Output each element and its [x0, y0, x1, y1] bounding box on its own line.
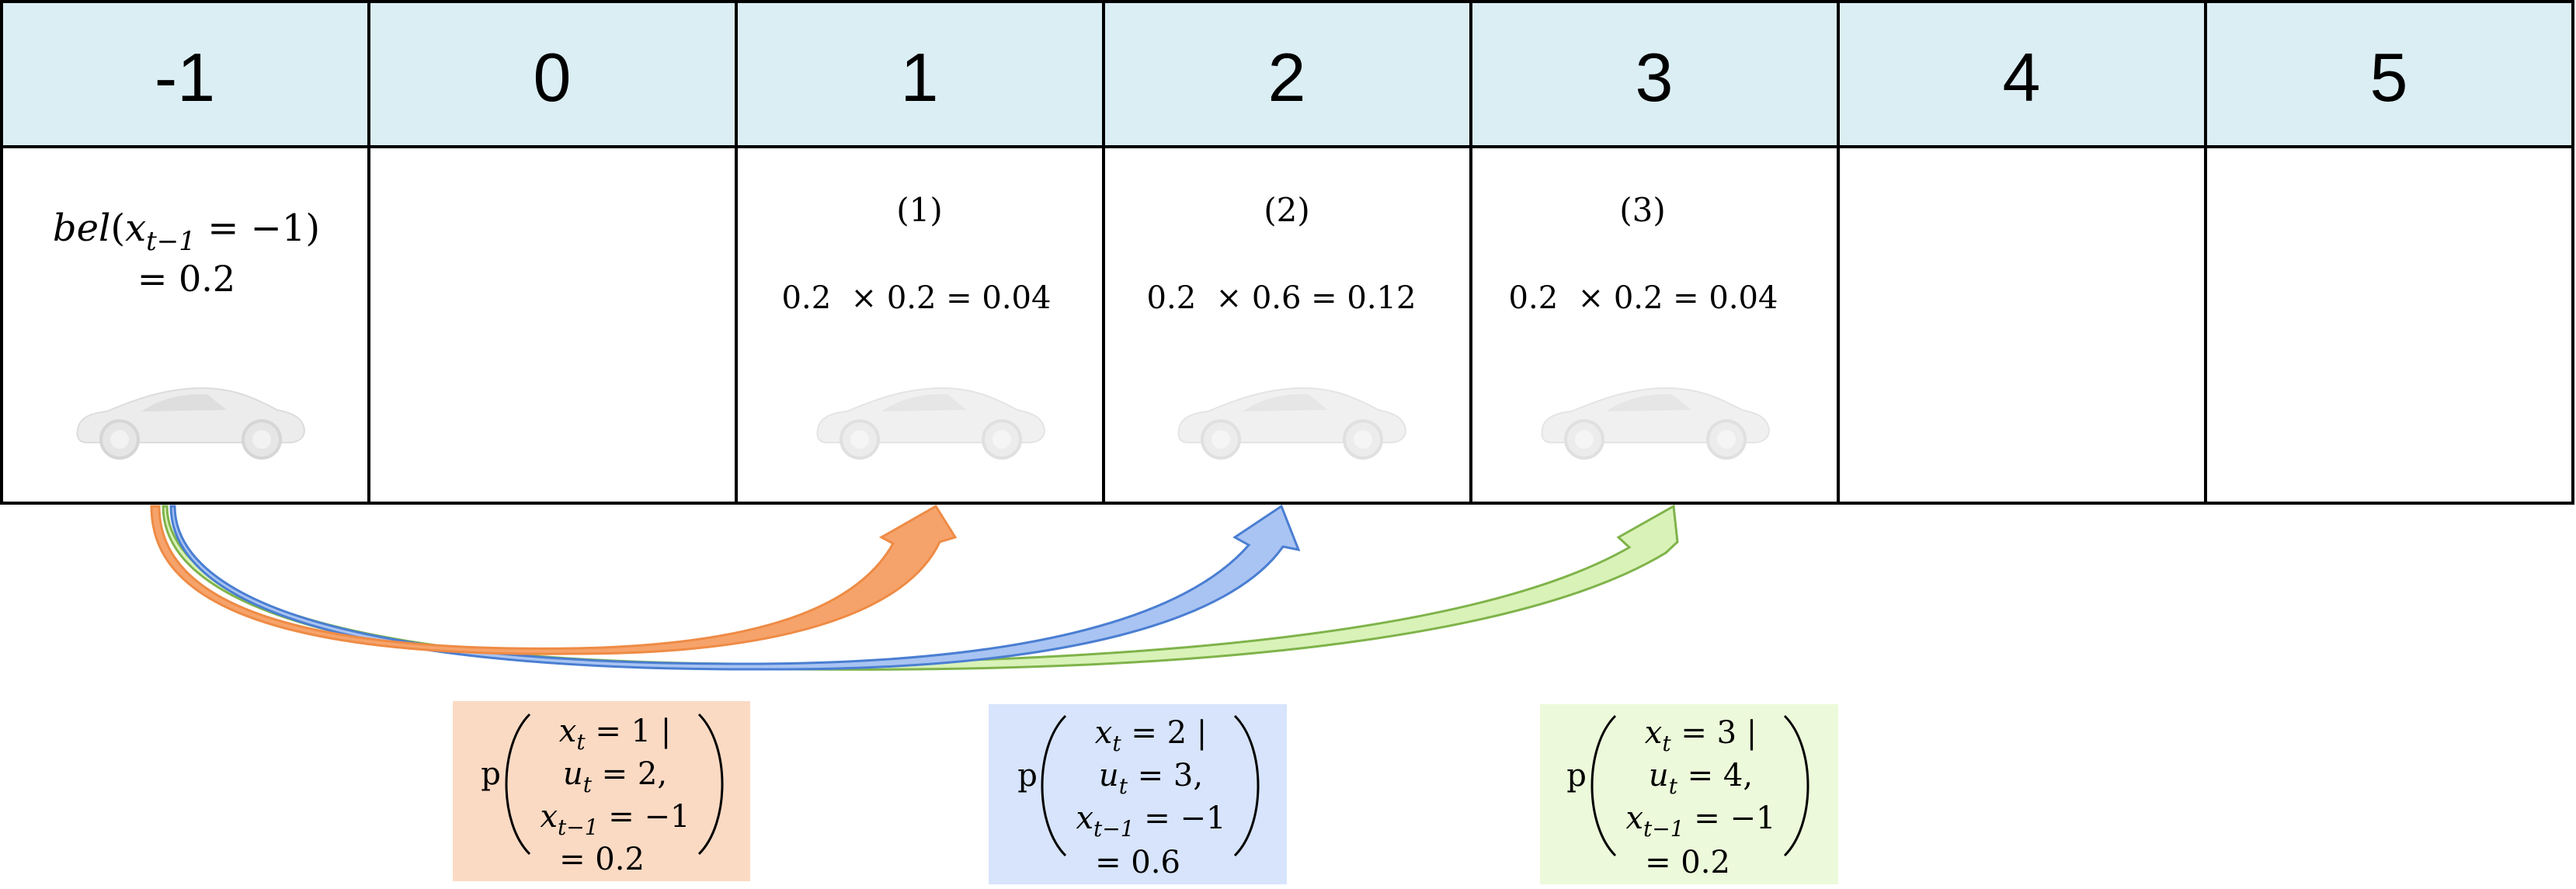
- svg-text:p: p: [481, 756, 501, 792]
- svg-text:p: p: [1566, 758, 1587, 794]
- cell-3-equation: 0.2 × 0.2 = 0.04: [1509, 280, 1778, 316]
- transition-3-u: 4: [1723, 758, 1743, 794]
- transition-3-result: = 0.2: [1645, 845, 1730, 880]
- svg-text:xt = 1 |: xt = 1 |: [559, 714, 671, 755]
- cell-2-index: (2): [1264, 191, 1310, 229]
- transition-arrow-2: [169, 504, 1301, 671]
- belief-rest: = −1): [196, 207, 320, 250]
- svg-text:xt−1 = −1: xt−1 = −1: [1076, 800, 1225, 842]
- svg-text:xt = 3 |: xt = 3 |: [1645, 715, 1757, 756]
- svg-text:xt−1 = −1: xt−1 = −1: [1625, 800, 1775, 842]
- transition-2-result: = 0.6: [1095, 845, 1180, 880]
- belief-sub: t−1: [146, 226, 196, 257]
- header-cell-1: 1: [901, 39, 939, 116]
- cell-2-equation: 0.2 × 0.6 = 0.12: [1147, 280, 1417, 316]
- belief-value: = 0.2: [137, 258, 235, 300]
- cell-3-index: (3): [1619, 191, 1666, 229]
- header-cell-4: 4: [2003, 39, 2041, 116]
- belief-open: (: [110, 207, 125, 250]
- svg-text:xt−1 = −1: xt−1 = −1: [540, 799, 690, 840]
- transition-3-x: 3: [1717, 715, 1736, 751]
- belief-fn: bel: [53, 207, 110, 250]
- cell-annotations: (1) 0.2 × 0.2 = 0.04 (2) 0.2 × 0.6 = 0.1…: [782, 191, 1778, 316]
- transition-box-1: p xt = 1 | ut = 2, xt−1 = −1 = 0.2: [453, 701, 750, 881]
- svg-text:ut = 3,: ut = 3,: [1099, 758, 1203, 799]
- transition-box-3: p xt = 3 | ut = 4, xt−1 = −1 = 0.2: [1540, 704, 1838, 884]
- transition-1-x: 1: [631, 714, 651, 749]
- cell-1-equation: 0.2 × 0.2 = 0.04: [782, 280, 1052, 316]
- header-cell-2: 2: [1268, 39, 1306, 116]
- svg-text:bel(xt−1 = −1): bel(xt−1 = −1): [53, 207, 320, 257]
- svg-text:ut = 4,: ut = 4,: [1649, 758, 1753, 799]
- transition-1-prev: −1: [645, 799, 690, 835]
- header-cell-0: 0: [534, 39, 572, 116]
- transition-box-2: p xt = 2 | ut = 3, xt−1 = −1 = 0.6: [989, 704, 1287, 884]
- transition-1-u: 2: [638, 756, 657, 792]
- header-row: -1 0 1 2 3 4 5: [2, 2, 2573, 147]
- grid: [0, 0, 2574, 505]
- header-cell-5: 5: [2370, 39, 2408, 116]
- svg-text:xt = 2 |: xt = 2 |: [1095, 715, 1207, 756]
- cell-1-index: (1): [896, 191, 943, 229]
- header-cell-3: 3: [1636, 39, 1674, 116]
- transition-3-prev: −1: [1730, 800, 1776, 836]
- car-icon: [75, 386, 306, 460]
- transition-2-x: 2: [1167, 715, 1187, 751]
- car-icon: [815, 386, 1046, 460]
- belief-label: bel(xt−1 = −1) = 0.2: [53, 207, 320, 300]
- svg-text:p: p: [1017, 758, 1038, 794]
- transition-1-result: = 0.2: [559, 842, 645, 877]
- car-icon: [1540, 386, 1771, 460]
- car-icon: [1177, 386, 1407, 460]
- transition-2-u: 3: [1173, 758, 1193, 794]
- belief-var: x: [125, 207, 146, 250]
- header-background: [2, 2, 2573, 147]
- svg-text:ut = 2,: ut = 2,: [563, 756, 667, 797]
- transition-2-prev: −1: [1180, 800, 1226, 836]
- header-cell-minus1: -1: [155, 39, 215, 116]
- transition-arrow-1: [150, 504, 958, 655]
